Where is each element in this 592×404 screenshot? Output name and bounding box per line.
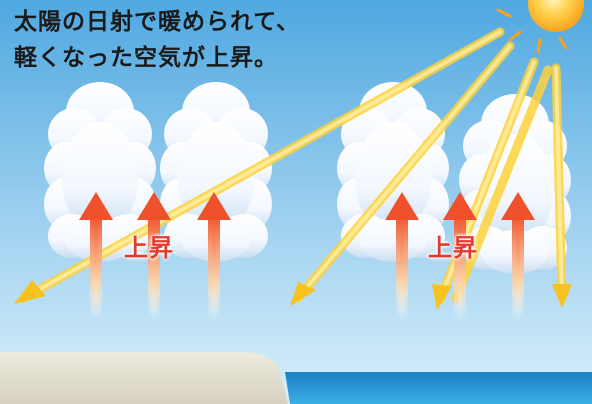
rise-label-right: 上昇 [428, 234, 478, 262]
sea-area [285, 372, 592, 404]
caption-line-1: 太陽の日射で暖められて、 [14, 9, 301, 35]
sunbeam-arrow-icon [14, 27, 572, 310]
land-area [0, 352, 288, 404]
caption-text: 太陽の日射で暖められて、 軽くなった空気が上昇。 [14, 4, 414, 76]
sun-icon [496, 0, 584, 54]
rise-label-left: 上昇 [124, 234, 174, 262]
caption-line-2: 軽くなった空気が上昇。 [14, 45, 278, 71]
